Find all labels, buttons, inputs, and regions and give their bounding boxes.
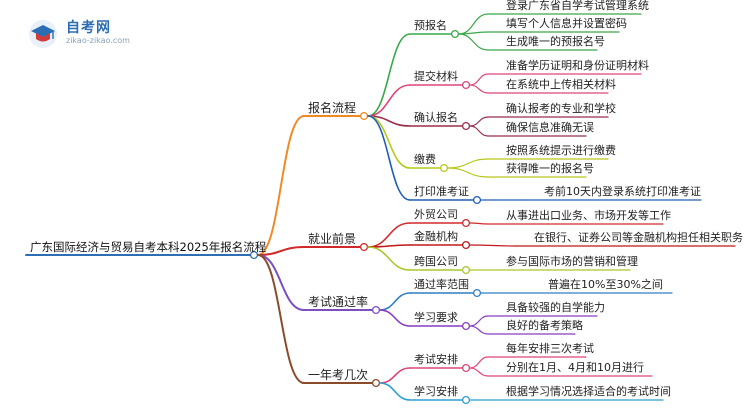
root-topic[interactable]: 广东国际经济与贸易自考本科2025年报名流程 xyxy=(30,240,267,254)
subbranch-link xyxy=(367,246,411,271)
leaf-link xyxy=(469,367,489,377)
graduation-cap-icon xyxy=(29,20,57,48)
subbranch-0-0-label[interactable]: 预报名 xyxy=(414,19,447,32)
leaf-0-3-1[interactable]: 获得唯一的报名号 xyxy=(506,162,594,175)
leaf-link xyxy=(469,73,489,86)
leaf-link xyxy=(469,116,489,127)
branch-link xyxy=(257,115,305,256)
subbranch-connector-dot xyxy=(461,363,471,373)
leaf-link xyxy=(469,325,489,335)
subbranch-connector-dot xyxy=(461,80,471,90)
leaf-2-0-0[interactable]: 普遍在10%至30%之间 xyxy=(548,278,663,291)
leaf-0-0-2[interactable]: 生成唯一的预报名号 xyxy=(506,35,605,48)
subbranch-2-0-label[interactable]: 通过率范围 xyxy=(414,278,469,291)
subbranch-0-4-label[interactable]: 打印准考证 xyxy=(414,185,469,198)
leaf-link xyxy=(447,167,489,178)
subbranch-0-2-label[interactable]: 确认报名 xyxy=(414,111,458,124)
branch-connector-dot xyxy=(359,111,369,121)
leaf-2-1-0[interactable]: 具备较强的自学能力 xyxy=(506,301,605,314)
subbranch-link xyxy=(367,84,411,117)
subbranch-0-3-label[interactable]: 缴费 xyxy=(414,153,436,166)
leaf-link xyxy=(469,125,489,137)
subbranch-link xyxy=(379,292,411,311)
leaf-1-1-0[interactable]: 在银行、证券公司等金融机构担任相关职务 xyxy=(534,231,743,244)
branch-link xyxy=(257,254,305,311)
leaf-0-1-0[interactable]: 准备学历证明和身份证明材料 xyxy=(506,59,649,72)
leaf-link xyxy=(469,84,489,94)
leaf-0-2-1[interactable]: 确保信息准确无误 xyxy=(506,121,594,134)
leaf-link xyxy=(469,356,489,369)
site-logo[interactable]: 自考网 zikao-zikao.com xyxy=(28,16,158,50)
leaf-1-0-0[interactable]: 从事进出口业务、市场开发等工作 xyxy=(506,209,671,222)
logo-domain: zikao-zikao.com xyxy=(66,36,130,45)
branch-link xyxy=(257,254,305,384)
branch-0-label[interactable]: 报名流程 xyxy=(308,101,357,115)
leaf-0-4-0[interactable]: 考前10天内登录系统打印准考证 xyxy=(544,185,701,198)
branch-1-label[interactable]: 就业前景 xyxy=(308,232,357,246)
leaf-0-0-0[interactable]: 登录广东省自学考试管理系统 xyxy=(506,0,649,12)
subbranch-1-2-label[interactable]: 跨国公司 xyxy=(414,255,458,268)
leaf-link xyxy=(458,33,489,51)
branch-2-label[interactable]: 考试通过率 xyxy=(308,295,369,309)
leaf-0-2-0[interactable]: 确认报考的专业和学校 xyxy=(506,102,616,115)
leaf-link xyxy=(458,13,489,35)
subbranch-connector-dot xyxy=(439,163,449,173)
leaf-0-0-1[interactable]: 填写个人信息并设置密码 xyxy=(506,17,627,30)
subbranch-0-1-label[interactable]: 提交材料 xyxy=(414,70,458,83)
branch-connector-dot xyxy=(371,378,381,388)
branch-connector-dot xyxy=(359,242,369,252)
subbranch-connector-dot xyxy=(461,218,471,228)
subbranch-connector-dot xyxy=(472,288,482,298)
subbranch-link xyxy=(379,367,411,384)
leaf-0-1-1[interactable]: 在系统中上传相关材料 xyxy=(506,78,616,91)
subbranch-connector-dot xyxy=(472,195,482,205)
leaf-2-1-1[interactable]: 良好的备考策略 xyxy=(506,319,583,332)
subbranch-link xyxy=(367,33,411,117)
logo-title: 自考网 xyxy=(66,20,111,36)
subbranch-3-1-label[interactable]: 学习安排 xyxy=(414,385,458,398)
subbranch-connector-dot xyxy=(461,321,471,331)
subbranch-link xyxy=(379,382,411,401)
subbranch-connector-dot xyxy=(450,29,460,39)
subbranch-connector-dot xyxy=(461,265,471,275)
branch-connector-dot xyxy=(371,305,381,315)
subbranch-link xyxy=(367,115,411,201)
subbranch-connector-dot xyxy=(461,121,471,131)
leaf-link xyxy=(469,315,489,327)
subbranch-connector-dot xyxy=(461,240,471,250)
leaf-3-1-0[interactable]: 根据学习情况选择适合的考试时间 xyxy=(506,385,671,398)
leaf-link xyxy=(469,244,517,247)
subbranch-1-1-label[interactable]: 金融机构 xyxy=(414,230,458,243)
leaf-0-3-0[interactable]: 按照系统提示进行缴费 xyxy=(506,144,616,157)
subbranch-2-1-label[interactable]: 学习要求 xyxy=(414,311,458,324)
leaf-1-2-0[interactable]: 参与国际市场的营销和管理 xyxy=(506,255,638,268)
leaf-3-0-1[interactable]: 分别在1月、4月和10月进行 xyxy=(506,361,644,374)
subbranch-link xyxy=(367,222,411,248)
leaf-3-0-0[interactable]: 每年安排三次考试 xyxy=(506,342,594,355)
subbranch-link xyxy=(379,309,411,327)
leaf-link xyxy=(447,158,489,169)
subbranch-3-0-label[interactable]: 考试安排 xyxy=(414,353,458,366)
subbranch-connector-dot xyxy=(461,395,471,405)
leaf-link xyxy=(469,222,489,225)
branch-link xyxy=(257,246,305,256)
branch-3-label[interactable]: 一年考几次 xyxy=(308,368,369,382)
subbranch-1-0-label[interactable]: 外贸公司 xyxy=(414,208,458,221)
